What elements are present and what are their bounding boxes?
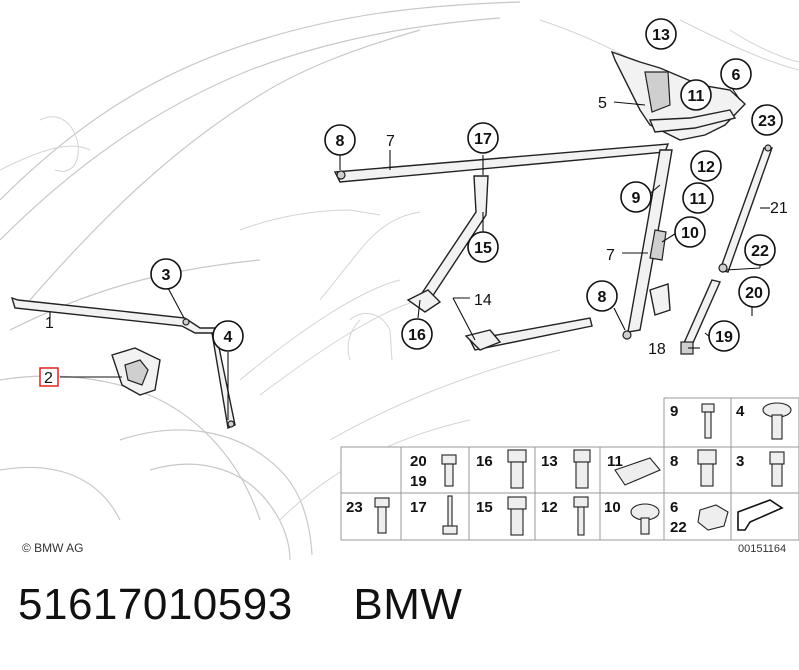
callout-22-circle: [744, 234, 776, 266]
table-label-9: 9: [670, 403, 678, 420]
callout-8b: 8: [598, 289, 607, 306]
callout-1: 1: [45, 315, 54, 332]
table-label-20: 20: [410, 453, 427, 470]
callout-13-circle: [645, 18, 677, 50]
callout-11b-circle: [682, 182, 714, 214]
strut-15: [406, 175, 489, 313]
bracket-5: [610, 50, 746, 141]
callout-7a: 7: [386, 133, 395, 150]
strut-21: [718, 144, 773, 273]
callout-7b: 7: [606, 247, 615, 264]
callout-20-circle: [738, 276, 770, 308]
callout-17: 17: [474, 131, 492, 148]
table-label-17: 17: [410, 499, 427, 516]
callout-23: 23: [758, 113, 776, 130]
callout-8a: 8: [336, 133, 345, 150]
callout-4: 4: [224, 329, 233, 346]
callout-19-circle: [708, 320, 740, 352]
callouts: 1 2 3 4 5 6 7 7 8 8 9 10 11 11 12 13 14 …: [39, 18, 788, 387]
callout-5: 5: [598, 95, 607, 112]
callout-13: 13: [652, 27, 670, 44]
callout-22: 22: [751, 243, 769, 260]
strut-14: [464, 317, 593, 351]
table-label-23: 23: [346, 499, 363, 516]
callout-11a: 11: [688, 88, 705, 105]
table-label-10: 10: [604, 499, 621, 516]
table-label-11: 11: [607, 453, 623, 470]
callout-2-highlight: [39, 367, 59, 387]
callout-3-circle: [150, 258, 182, 290]
strut-7-vertical: [622, 149, 673, 340]
callout-14: 14: [474, 292, 492, 309]
callout-3: 3: [162, 267, 171, 284]
callout-17-circle: [467, 122, 499, 154]
copyright: © BMW AG: [22, 541, 84, 555]
callout-8b-circle: [586, 280, 618, 312]
callout-9-circle: [620, 181, 652, 213]
callout-15-circle: [467, 231, 499, 263]
table-label-22: 22: [670, 519, 687, 536]
callout-18: 18: [648, 341, 666, 358]
callout-20: 20: [745, 285, 763, 302]
strut-7-top: [333, 143, 670, 183]
callout-2: 2: [44, 370, 53, 387]
table-label-4: 4: [736, 403, 745, 420]
part-number: 51617010593: [18, 580, 293, 629]
table-label-19: 19: [410, 473, 427, 490]
table-label-8: 8: [670, 453, 678, 470]
diagram-code: 00151164: [738, 543, 786, 555]
callout-19: 19: [715, 329, 733, 346]
table-label-15: 15: [476, 499, 493, 516]
callout-6-circle: [720, 58, 752, 90]
fastener-table: 9 4 20 19 16 13 11 8 3 23 17 15 12: [340, 397, 799, 541]
callout-12-circle: [690, 150, 722, 182]
callout-4-circle: [212, 320, 244, 352]
callout-10-circle: [674, 216, 706, 248]
parts-diagram: 1 2 3 4 5 6 7 7 8 8 9 10 11 11 12 13 14 …: [0, 1, 799, 560]
callout-16-circle: [401, 318, 433, 350]
leader-lines: [49, 84, 770, 420]
callout-10: 10: [681, 225, 699, 242]
callout-21: 21: [770, 200, 788, 217]
callout-23-circle: [751, 104, 783, 136]
brand-name: BMW: [353, 580, 463, 629]
strut-1: [10, 296, 236, 429]
footer: 51617010593 BMW: [18, 580, 462, 650]
callout-9: 9: [632, 190, 641, 207]
table-label-6: 6: [670, 499, 678, 516]
callout-12: 12: [697, 159, 715, 176]
table-label-3: 3: [736, 453, 744, 470]
callout-8a-circle: [324, 124, 356, 156]
table-label-12: 12: [541, 499, 558, 516]
bracket-2: [111, 347, 161, 396]
table-label-13: 13: [541, 453, 558, 470]
table-label-16: 16: [476, 453, 493, 470]
callout-11b: 11: [690, 191, 707, 208]
callout-6: 6: [732, 67, 741, 84]
callout-16: 16: [408, 327, 426, 344]
callout-11a-circle: [680, 79, 712, 111]
callout-15: 15: [474, 240, 492, 257]
